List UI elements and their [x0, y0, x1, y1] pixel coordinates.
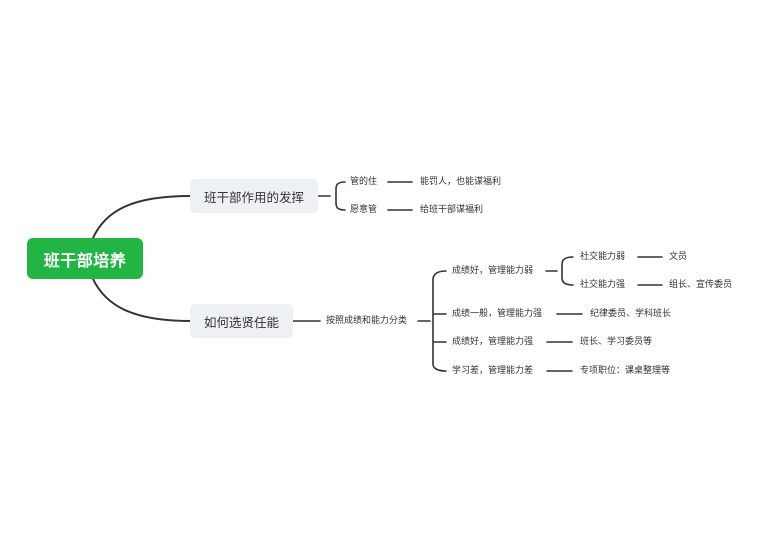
group-4-detail[interactable]: 专项职位：课桌整理等	[580, 366, 671, 376]
group-4[interactable]: 学习差，管理能力差	[452, 366, 534, 376]
group-1[interactable]: 成绩好，管理能力弱	[452, 266, 534, 276]
connector-branch1-children	[317, 181, 346, 211]
group-1-weak[interactable]: 社交能力弱	[580, 252, 626, 262]
subtopic-classify[interactable]: 按照成绩和能力分类	[326, 316, 408, 326]
detail-yuan[interactable]: 给班干部谋福利	[420, 205, 484, 215]
group-1-strong[interactable]: 社交能力强	[580, 280, 626, 290]
topic-branch2[interactable]: 如何选贤任能	[190, 304, 293, 338]
connector-root-branch1	[92, 195, 191, 239]
subtopic-yuan[interactable]: 愿意管	[350, 205, 378, 215]
group-1-strong-detail[interactable]: 组长、宣传委员	[669, 280, 733, 290]
group-2-detail[interactable]: 纪律委员、学科班长	[590, 309, 672, 319]
group-2[interactable]: 成绩一般，管理能力强	[452, 309, 543, 319]
detail-guan[interactable]: 能罚人，也能谋福利	[420, 177, 502, 187]
group-3-detail[interactable]: 班长、学习委员等	[580, 337, 653, 347]
connector-group1-children	[545, 256, 574, 286]
subtopic-guan[interactable]: 管的住	[350, 177, 378, 187]
group-1-weak-detail[interactable]: 文员	[669, 252, 688, 262]
topic-branch1[interactable]: 班干部作用的发挥	[190, 179, 318, 213]
connector-root-branch2	[92, 278, 191, 322]
root-topic[interactable]: 班干部培养	[27, 238, 143, 279]
connector-sub-groups	[417, 270, 447, 372]
group-3[interactable]: 成绩好，管理能力强	[452, 337, 534, 347]
